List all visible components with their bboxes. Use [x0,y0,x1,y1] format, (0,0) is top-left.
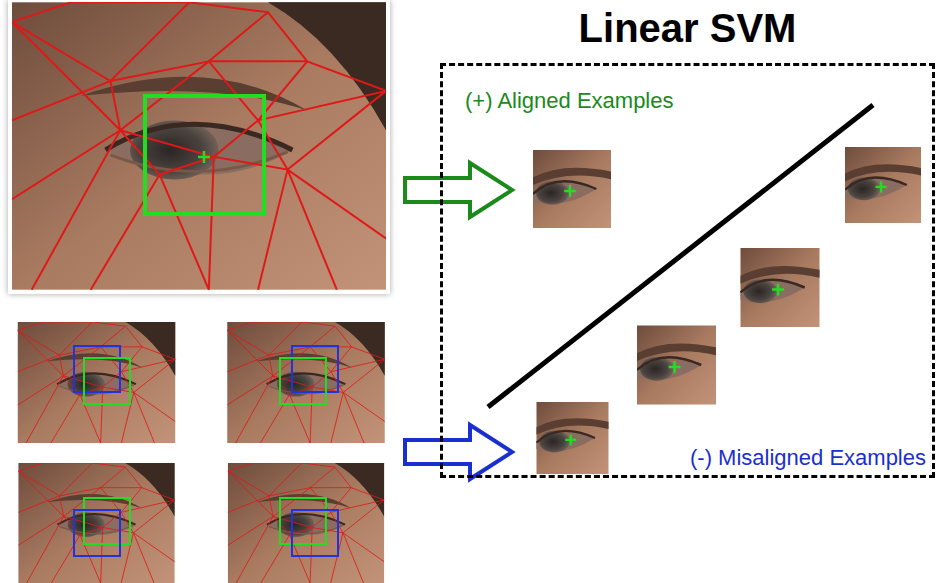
aligned-arrow [405,163,512,217]
example-patches [533,147,921,474]
positive-class-label: (+) Aligned Examples [465,88,674,114]
misaligned-arrow [405,425,512,479]
negative-class-label: (-) Misaligned Examples [690,445,926,471]
diagram-title: Linear SVM [440,6,935,51]
svm-decision-boundary [488,105,873,407]
main-face-image [8,0,390,294]
svm-region-box: (+) Aligned Examples (-) Misaligned Examp… [440,63,935,478]
misaligned-face-images [18,322,385,583]
